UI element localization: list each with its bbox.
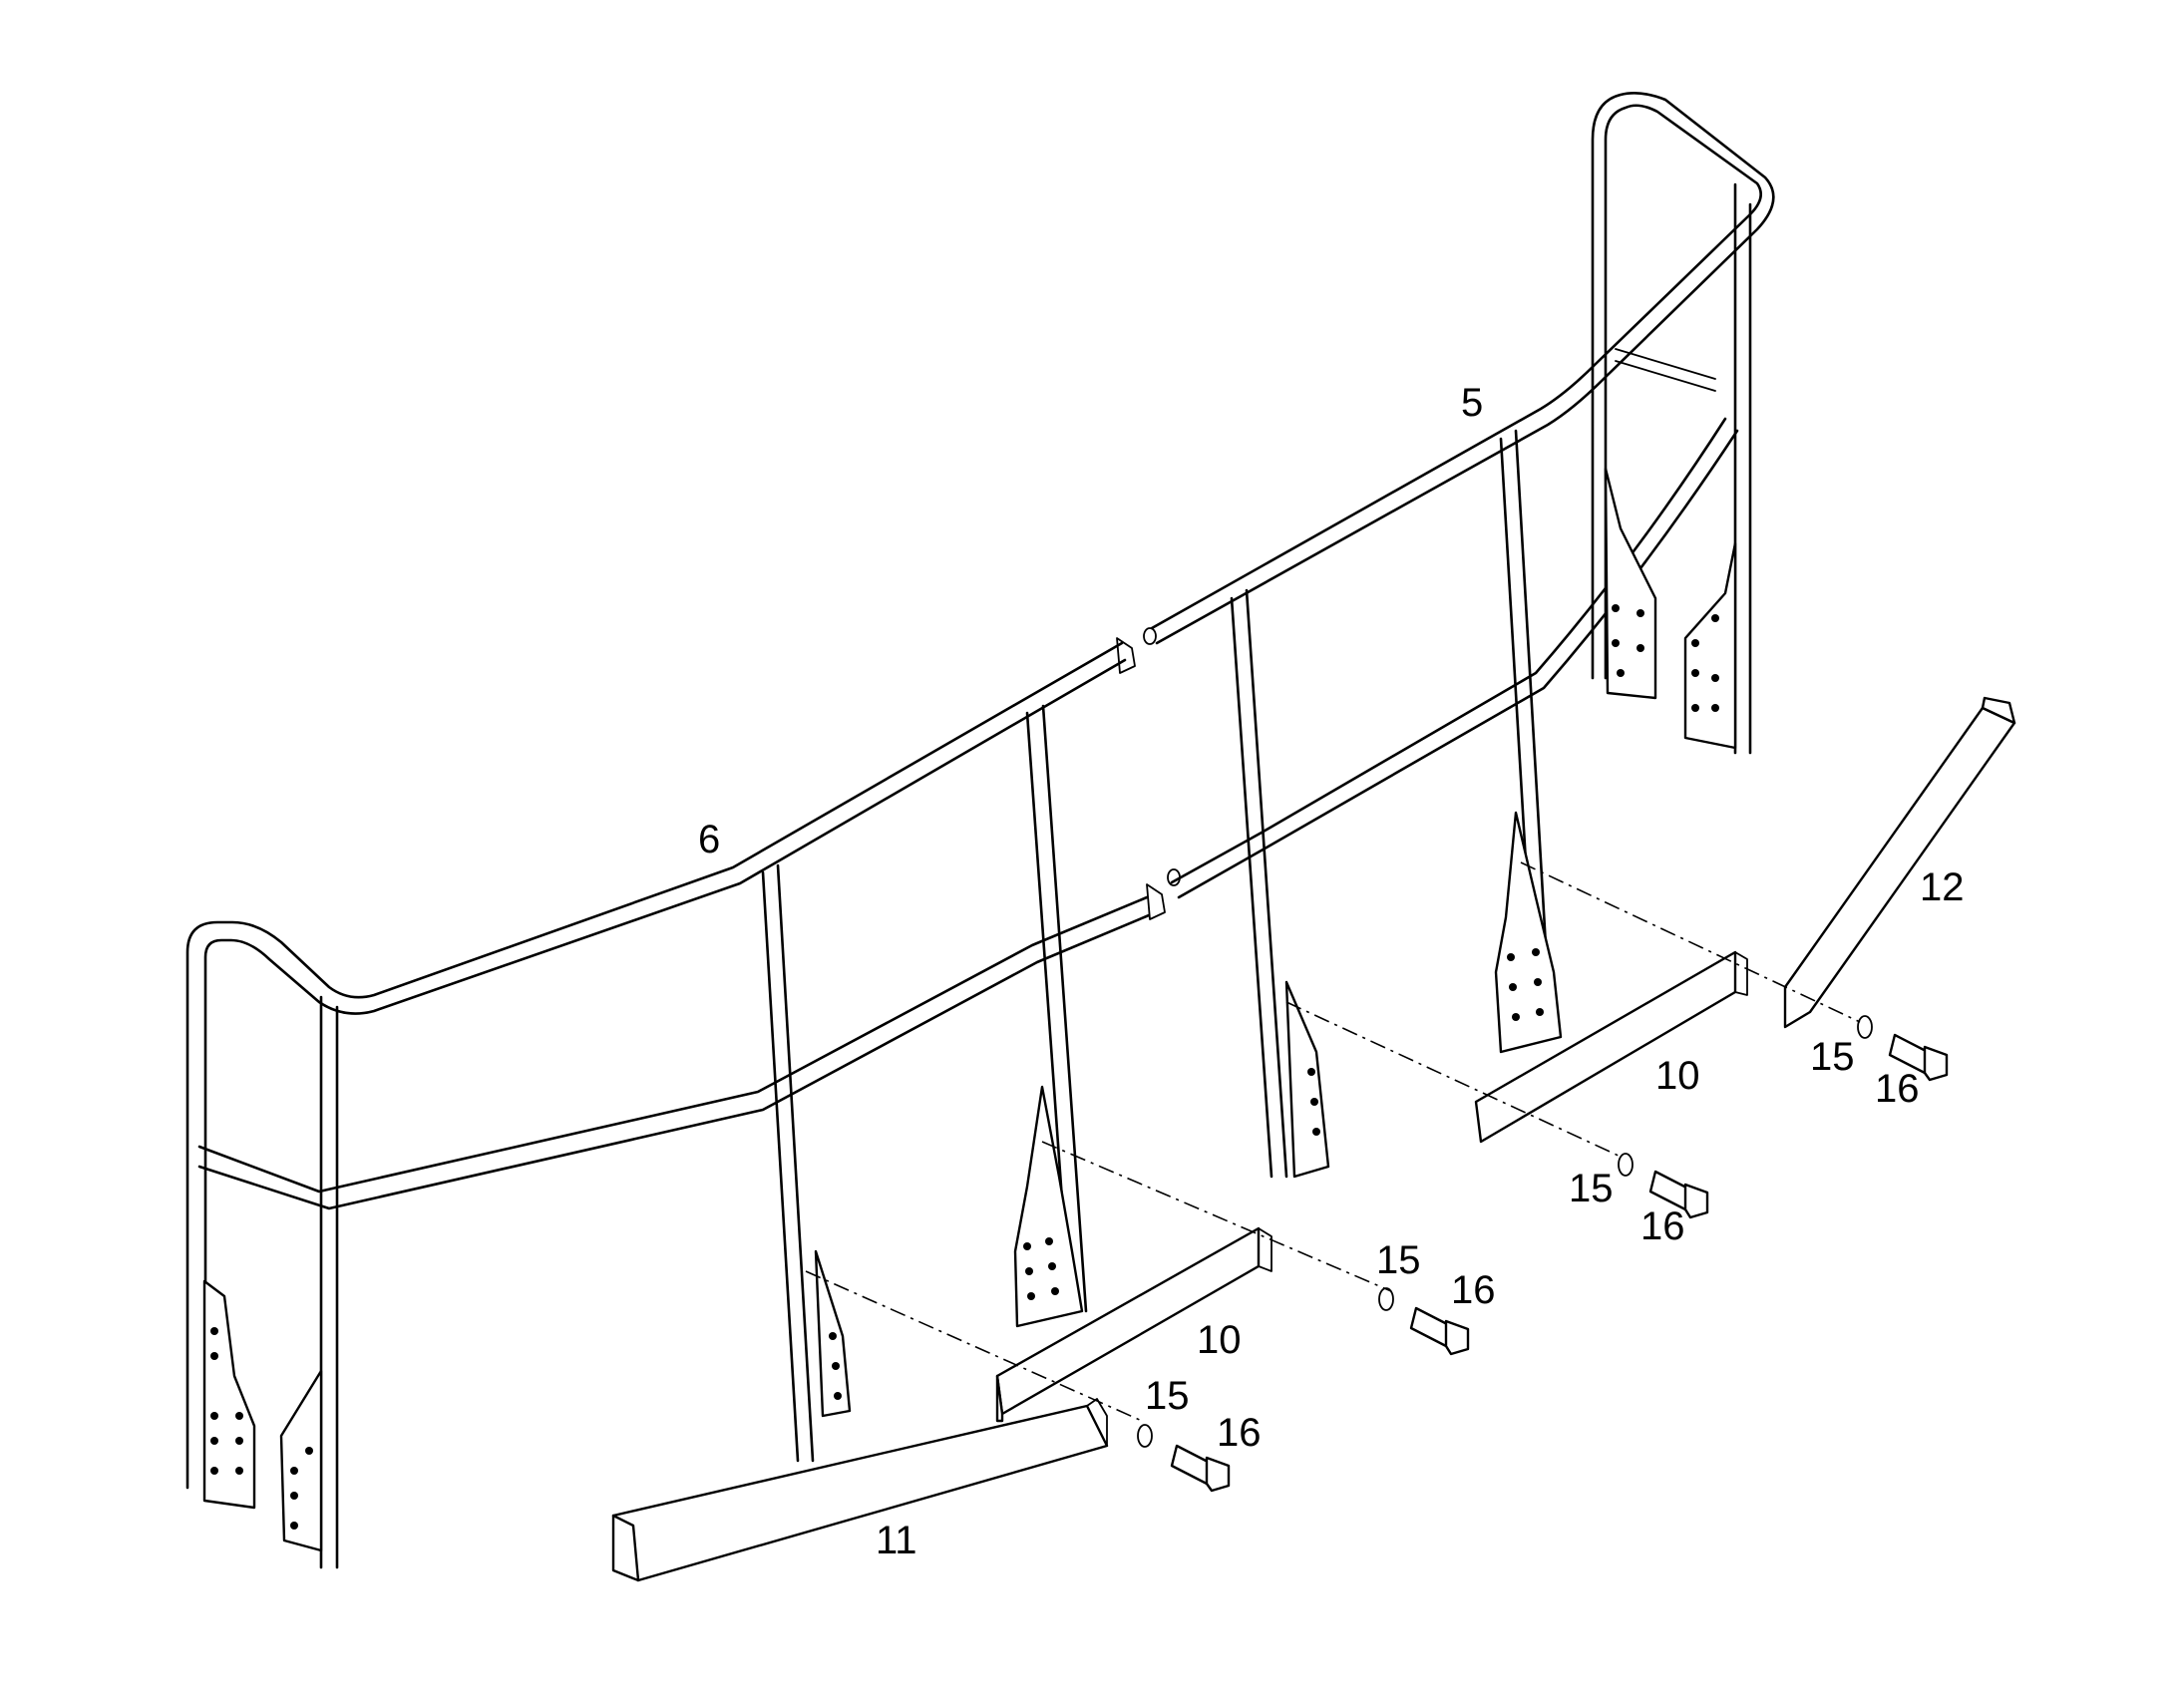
mounting-plates (202, 467, 1737, 1552)
plate-holes (210, 604, 1719, 1530)
callout-12: 12 (1920, 865, 1965, 909)
kick-plate-10-right (1474, 950, 1748, 1144)
callout-16-set3: 16 (1640, 1204, 1685, 1248)
callout-16-set4: 16 (1875, 1067, 1920, 1111)
callout-15-set4: 15 (1810, 1035, 1855, 1079)
fastener-set-1 (1137, 1424, 1231, 1493)
railing-section-6 (185, 637, 1166, 1569)
callout-16-set2: 16 (1451, 1268, 1496, 1312)
callout-15-set1: 15 (1145, 1374, 1190, 1418)
fastener-set-3 (1618, 1153, 1709, 1219)
callout-6: 6 (698, 818, 720, 861)
kick-plate-11 (611, 1398, 1109, 1582)
kick-plate-10-left (995, 1226, 1272, 1423)
callout-15-set2: 15 (1376, 1238, 1421, 1282)
callout-15-set3: 15 (1569, 1167, 1614, 1210)
callout-16-set1: 16 (1217, 1411, 1262, 1455)
fastener-set-4 (1857, 1015, 1949, 1082)
fastener-set-2 (1378, 1287, 1470, 1356)
assembly-lines (805, 861, 1861, 1422)
callouts: 5 6 10 10 11 12 15 16 15 16 15 16 15 16 (698, 381, 1965, 1562)
callout-11: 11 (876, 1519, 917, 1562)
callout-5: 5 (1461, 381, 1483, 425)
callout-10-left: 10 (1197, 1318, 1242, 1362)
kick-plate-12 (1783, 696, 2016, 1029)
callout-10-right: 10 (1655, 1054, 1700, 1098)
